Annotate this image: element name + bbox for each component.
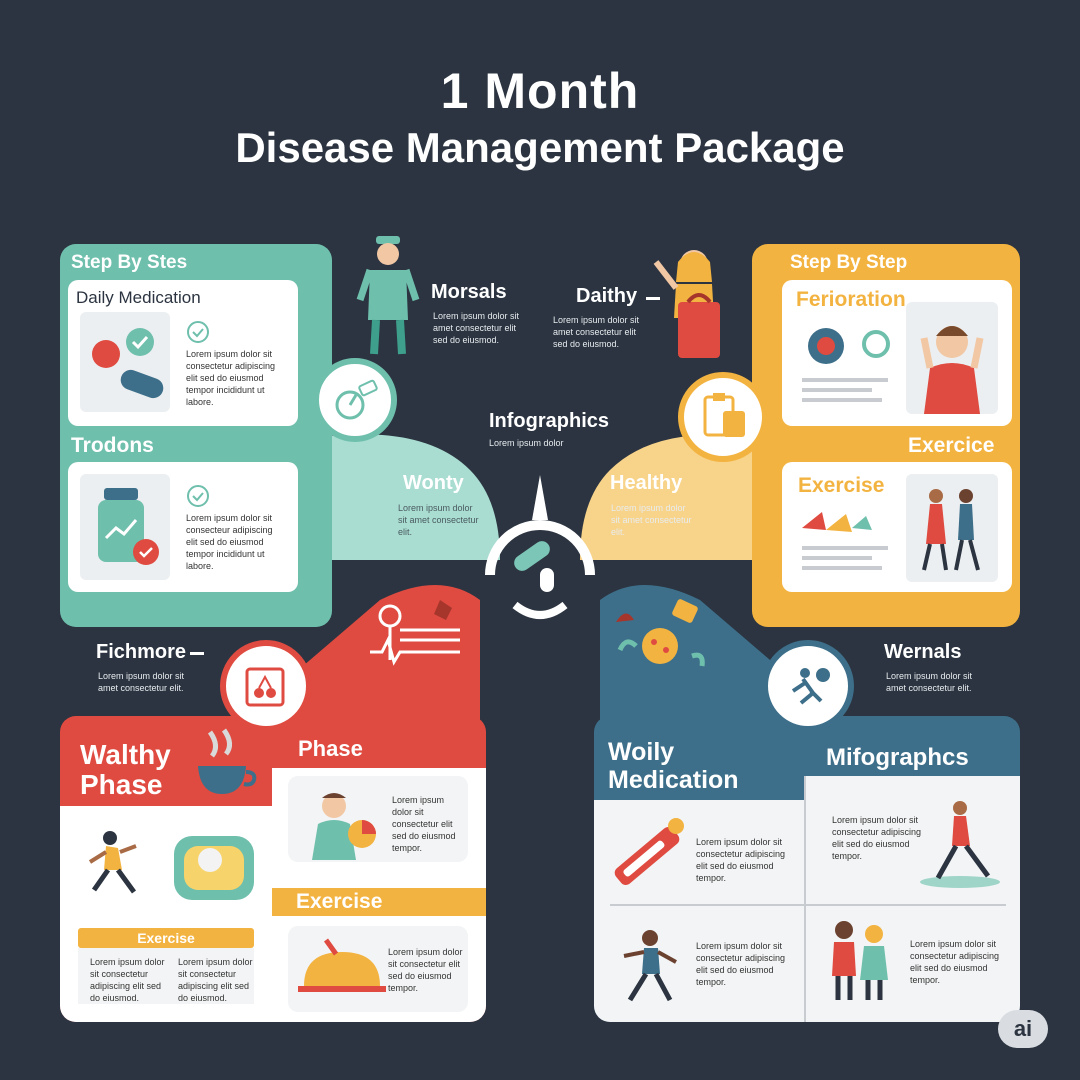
timer-circle xyxy=(313,358,397,442)
label-wernals: Wernals xyxy=(884,641,962,663)
thermometer-illustration xyxy=(614,818,684,885)
card-title: Exercise xyxy=(798,474,885,497)
exercise-section-bar xyxy=(272,888,486,916)
check-circle-icon xyxy=(187,321,209,343)
label-dash xyxy=(190,652,204,655)
doctor-figure-illustration xyxy=(356,236,420,355)
family-illustration xyxy=(832,921,888,1000)
column-right-top-stripe xyxy=(272,762,486,768)
card-text: Lorem ipsum dolor sit consecteur adipisc… xyxy=(186,513,273,571)
tennis-player-icon xyxy=(791,668,830,705)
medication-illustration xyxy=(80,312,170,412)
label-healthy-text: Lorem ipsum dolor sit amet consectetur e… xyxy=(611,503,692,537)
exercise-bar[interactable]: Exercise xyxy=(78,928,254,948)
jogger-illustration xyxy=(920,801,1000,888)
card-title: Daily Medication xyxy=(76,288,201,307)
panel-bottom-left-header: Walthy Phase xyxy=(80,739,171,800)
label-wonty-text: Lorem ipsum dolor sit amet consectetur e… xyxy=(398,503,479,537)
gauge-base xyxy=(512,601,568,619)
food-box-circle xyxy=(220,640,312,732)
doctor-illustration xyxy=(312,793,376,860)
couple-exercise-illustration xyxy=(906,474,998,582)
walker-illustration xyxy=(623,930,677,1002)
row-divider xyxy=(610,904,1006,906)
card-title: Ferioration xyxy=(796,288,906,311)
gauge-arc xyxy=(485,520,595,576)
exercise-bar-label: Exercise xyxy=(137,930,195,946)
item-text: Lorem ipsum dolor sit consectetur adipis… xyxy=(696,941,786,987)
heart-scan-illustration xyxy=(802,328,890,402)
card-text: Lorem ipsum dolor sit consectetur elit s… xyxy=(388,947,463,993)
stopwatch-icon xyxy=(335,379,378,420)
card-ferioration[interactable]: Ferioration xyxy=(782,280,1012,426)
capsule-icon xyxy=(540,568,554,592)
panel-top-right-header: Step By Step xyxy=(790,252,908,273)
stressed-person-illustration xyxy=(906,302,998,414)
shapes-illustration xyxy=(802,512,888,570)
dish-illustration xyxy=(298,938,386,992)
runner-illustration xyxy=(88,831,137,894)
column-header: Phase xyxy=(298,736,363,761)
food-cluster-illustration xyxy=(616,599,705,667)
panel-top-left-header: Step By Stes xyxy=(71,252,188,273)
exercise-box xyxy=(78,948,254,1004)
label-morsals-text: Lorem ipsum dolor sit amet consectetur e… xyxy=(433,311,520,345)
label-wernals-text: Lorem ipsum dolor sit amet consectetur e… xyxy=(886,671,973,693)
meal-plate-illustration xyxy=(174,836,254,900)
card-exercise-food[interactable]: Lorem ipsum dolor sit consectetur elit s… xyxy=(288,926,468,1012)
clipboard-icon xyxy=(703,393,745,437)
label-daithy-text: Lorem ipsum dolor sit amet consectetur e… xyxy=(553,315,640,349)
orange-wedge xyxy=(580,434,780,560)
card-text: Lorem ipsum dolor sit consectetur adipis… xyxy=(186,349,276,407)
card-exercise[interactable]: Exercise xyxy=(782,462,1012,592)
section-title: Trodons xyxy=(71,434,154,457)
label-fichmore: Fichmore xyxy=(96,641,187,663)
column-left xyxy=(594,800,804,1022)
exercise-text-a: Lorem ipsum dolor sit consectetur adipis… xyxy=(90,957,165,1003)
item-text: Lorem ipsum dolor sit consectetur adipis… xyxy=(832,815,922,861)
page-title: 1 Month xyxy=(440,63,640,119)
gauge-needle xyxy=(532,475,548,520)
heart-monitor-illustration xyxy=(370,600,460,666)
label-morsals: Morsals xyxy=(431,281,507,303)
tea-cup-illustration xyxy=(198,728,257,794)
label-fichmore-text: Lorem ipsum dolor sit amet consectetur e… xyxy=(98,671,185,693)
pill-bottle-illustration xyxy=(80,474,170,580)
exercise-text-b: Lorem ipsum dolor sit consectetur adipis… xyxy=(178,957,253,1003)
section-title: Exercice xyxy=(908,434,995,457)
ai-badge: ai xyxy=(998,1010,1048,1048)
card-trodons[interactable]: Lorem ipsum dolor sit consecteur adipisc… xyxy=(68,462,298,592)
panel-bottom-right-header: Woily Medication xyxy=(608,738,739,794)
card-phase[interactable]: Lorem ipsum dolor sit consectetur elit s… xyxy=(288,776,468,862)
woman-shopping-illustration xyxy=(653,250,720,358)
section-title: Exercise xyxy=(296,890,383,913)
label-wonty: Wonty xyxy=(403,472,464,494)
column-header: Mifographcs xyxy=(826,744,969,771)
clipboard-circle xyxy=(678,372,768,462)
label-infographics: Infographics xyxy=(489,410,610,432)
cherry-box-icon xyxy=(245,667,285,707)
teal-wedge xyxy=(300,434,500,560)
label-healthy: Healthy xyxy=(610,472,683,494)
label-infographics-sub: Lorem ipsum dolor xyxy=(489,438,564,448)
tennis-circle xyxy=(762,640,854,732)
pill-icon xyxy=(514,541,550,571)
item-text: Lorem ipsum dolor sit consectetur adipis… xyxy=(910,939,1000,985)
label-daithy: Daithy xyxy=(576,285,638,307)
label-dash xyxy=(646,297,660,300)
card-daily-medication[interactable]: Daily Medication Lorem ipsum dolor sit c… xyxy=(68,280,298,426)
page-subtitle: Disease Management Package xyxy=(235,124,845,171)
card-text: Lorem ipsum dolor sit consectetur elit s… xyxy=(392,795,456,853)
check-circle-icon xyxy=(187,485,209,507)
item-text: Lorem ipsum dolor sit consectetur adipis… xyxy=(696,837,786,883)
